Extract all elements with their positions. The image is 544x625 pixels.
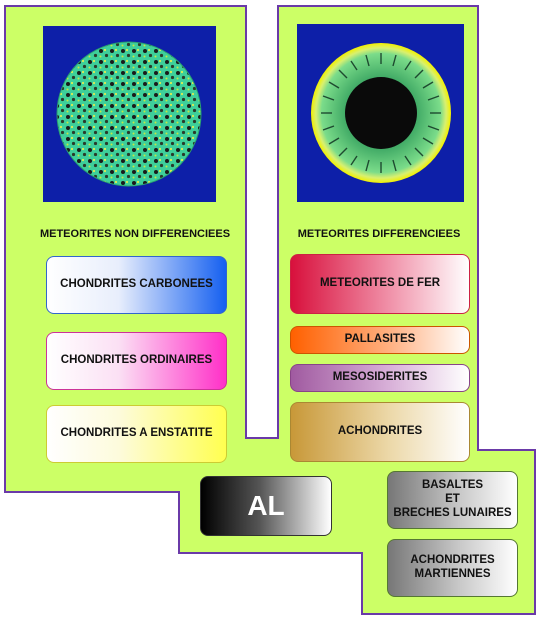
differentiated-cross-section-icon	[311, 43, 451, 183]
heading-differenciees: METEORITES DIFFERENCIEES	[297, 228, 461, 240]
chondrites-carbonees-box[interactable]: CHONDRITES CARBONEES	[46, 256, 227, 314]
undifferentiated-meteorite-image	[43, 26, 216, 202]
basaltes-line2: ET	[445, 493, 460, 506]
basaltes-line1: BASALTES	[421, 479, 484, 492]
chondrite-cross-section-icon	[56, 41, 202, 187]
pallasites-box[interactable]: PALLASITES	[290, 326, 470, 354]
martiennes-line1: ACHONDRITES	[410, 554, 495, 567]
differentiated-meteorite-image	[297, 24, 464, 202]
mesosiderites-box[interactable]: MESOSIDERITES	[290, 364, 470, 392]
achondrites-martiennes-box[interactable]: ACHONDRITES MARTIENNES	[387, 539, 518, 597]
heading-non-differenciees: METEORITES NON DIFFERENCIEES	[39, 228, 231, 240]
basaltes-breches-box[interactable]: BASALTES ET BRECHES LUNAIRES	[387, 471, 518, 529]
achondrites-box[interactable]: ACHONDRITES	[290, 402, 470, 462]
basaltes-line3: BRECHES LUNAIRES	[393, 506, 512, 519]
meteorites-de-fer-box[interactable]: METEORITES DE FER	[290, 254, 470, 314]
chondrites-enstatite-box[interactable]: CHONDRITES A ENSTATITE	[46, 405, 227, 463]
martiennes-line2: MARTIENNES	[414, 568, 491, 580]
chondrites-ordinaires-box[interactable]: CHONDRITES ORDINAIRES	[46, 332, 227, 390]
al-box[interactable]: AL	[200, 476, 332, 536]
